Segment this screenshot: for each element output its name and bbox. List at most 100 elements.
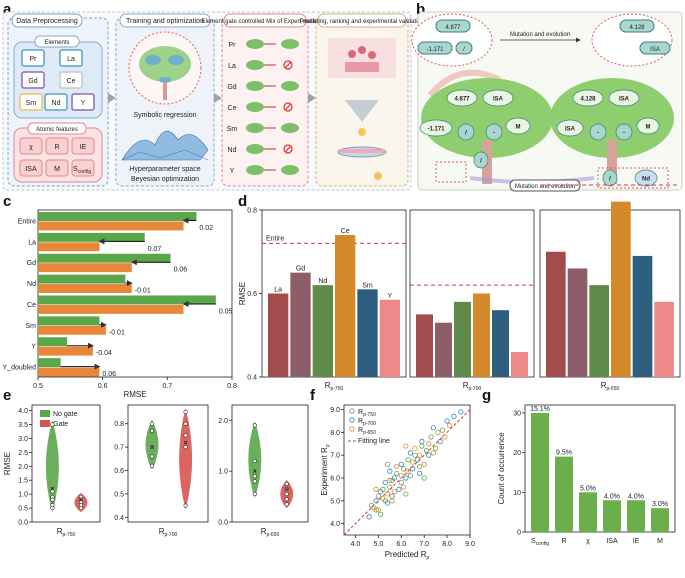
- e-axes-frame: [31, 404, 101, 523]
- right-tree-node: ISA: [608, 89, 640, 107]
- training-title-pill: [119, 13, 211, 28]
- features-title: Atomic features: [36, 127, 78, 133]
- f-point: [451, 413, 457, 420]
- e-ytick-label: 2.0: [218, 418, 228, 425]
- left-tree-node: 4.877: [446, 89, 478, 107]
- f-point: [430, 425, 436, 431]
- f-point: [442, 434, 448, 440]
- f-point: [416, 452, 423, 458]
- f-xlabel-main: Predicted R: [385, 550, 427, 559]
- right-tree-node-shape: [572, 89, 604, 107]
- e-ytick-label: 1.0: [218, 469, 228, 476]
- f-point: [458, 409, 464, 415]
- preprocessing-title-pill: [11, 13, 83, 28]
- f-xtick-label: 7.0: [419, 541, 429, 548]
- left-tree-node-text: -: [493, 131, 495, 137]
- g-xtick-label: M: [657, 538, 663, 545]
- validation-title: Predicting, ranking and experimental val…: [300, 19, 424, 25]
- d-bar: [454, 301, 471, 377]
- e-point: [284, 497, 289, 502]
- e-ytick-label: 2.0: [18, 464, 28, 471]
- g-xtick-label: R: [561, 538, 566, 545]
- e-xlabel-sub: p-750: [62, 532, 75, 538]
- c-change-label: 0.07: [148, 246, 162, 253]
- d-xlabel-main: R: [463, 381, 469, 390]
- g-bar-label: 4.0%: [604, 493, 620, 500]
- gate-blocked-slash-icon: [284, 103, 292, 111]
- f-ytick-label: 9.0: [330, 407, 340, 414]
- g-ytick-label: 10: [513, 490, 521, 497]
- f-xlabel: Predicted Rp: [385, 550, 430, 561]
- c-bar: [38, 337, 68, 347]
- d-bar: [357, 289, 378, 377]
- d-axes-frame: [539, 209, 681, 378]
- e-point: [284, 486, 289, 492]
- feature-tile-box: [71, 159, 95, 177]
- e-point: [252, 423, 257, 428]
- e-xlabel-main: R: [261, 527, 267, 536]
- gate-element-label: La: [228, 63, 236, 70]
- f-point: [414, 457, 420, 463]
- d-bar-label: Y: [387, 293, 392, 300]
- e-ytick-label: 0.6: [114, 468, 124, 475]
- right-highlight-box: [597, 167, 669, 189]
- f-point: [391, 475, 397, 481]
- e-xlabel-sub: p-700: [164, 532, 177, 538]
- g-ytick-label: 30: [513, 410, 521, 417]
- g-bar: [579, 492, 597, 532]
- e-point: [149, 428, 155, 433]
- panel-b-label: b: [416, 1, 425, 18]
- right-value-text: 4.128: [629, 25, 645, 31]
- f-point: [394, 463, 400, 470]
- right-tree-node-text: Nd: [642, 177, 650, 183]
- e-point: [149, 445, 155, 450]
- c-plot: Entire0.02La0.07Gd0.06Nd-0.01Ce0.05Sm-0.…: [3, 209, 237, 399]
- coin-icon: [374, 172, 382, 180]
- d-bar-label: Sm: [362, 282, 373, 289]
- c-bar: [38, 284, 132, 293]
- right-tree-node-shape: [634, 169, 658, 187]
- gate-row-y: Y: [230, 165, 299, 175]
- c-change-label: 0.02: [199, 225, 213, 232]
- tree-trunk-icon: [163, 82, 167, 100]
- gate-row-sm: Sm: [227, 123, 299, 133]
- e-xlabel: Rp-650: [261, 527, 280, 538]
- c-bar: [38, 274, 126, 284]
- feature-tile-label: IE: [80, 144, 87, 151]
- feature-tile-label: ISA: [25, 166, 37, 173]
- e-point: [50, 422, 55, 427]
- right-tree-node: /: [602, 169, 618, 187]
- gate-element-label: Ce: [228, 105, 237, 112]
- c-bar: [38, 346, 93, 356]
- f-point: [403, 475, 409, 481]
- d-bar: [268, 293, 289, 377]
- panel-e-label: e: [3, 387, 11, 404]
- e-ytick-label: 1.0: [18, 492, 28, 499]
- c-bar: [38, 325, 106, 335]
- e-ytick-label: 2.5: [18, 450, 28, 457]
- left-highlight-box: [435, 161, 467, 183]
- f-point: [400, 484, 407, 490]
- f-point: [430, 450, 436, 456]
- c-change-label: 0.06: [102, 371, 116, 378]
- gate-blocked-icon: [283, 144, 293, 154]
- left-op-node: [455, 41, 473, 55]
- d-ylabel: RMSE: [238, 282, 247, 305]
- f-point: [410, 466, 416, 472]
- g-xtick-label-sub: config: [536, 541, 550, 547]
- f-point: [419, 438, 425, 445]
- c-bar: [38, 367, 100, 377]
- mutation-label-pill: [509, 179, 581, 192]
- tree-node-icon: [168, 55, 184, 65]
- right-tree-node-shape: [608, 89, 640, 107]
- g-axes-frame: [524, 404, 676, 533]
- e-violin: [145, 419, 159, 470]
- surface-grid-icon: [121, 149, 209, 161]
- f-point: [366, 514, 372, 520]
- f-point: [419, 443, 425, 449]
- mutation-label-bottom: Mutation and evolution: [515, 184, 575, 190]
